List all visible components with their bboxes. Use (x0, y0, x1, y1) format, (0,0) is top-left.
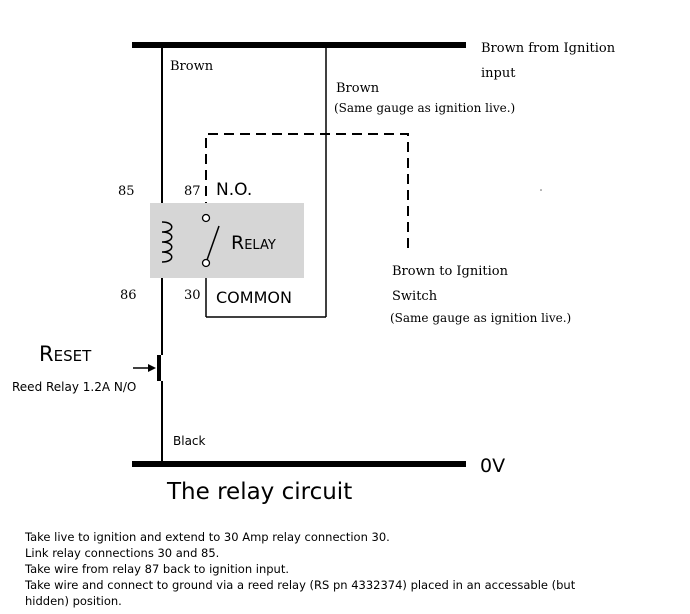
contact-87 (201, 213, 211, 223)
note-line: Take wire from relay 87 back to ignition… (25, 562, 290, 576)
reset-arrow-head (148, 364, 156, 372)
label-relay: Relay (231, 232, 276, 254)
label-pin-87: 87 (184, 184, 201, 199)
label-common: COMMON (216, 288, 292, 307)
note-line: hidden) position. (25, 594, 122, 608)
diagram-title: The relay circuit (167, 479, 353, 505)
relay-body (150, 203, 304, 278)
label-pin-85: 85 (118, 184, 135, 199)
note-line: Take live to ignition and extend to 30 A… (25, 530, 390, 544)
instruction-notes: Take live to ignition and extend to 30 A… (25, 529, 575, 609)
label-reed-relay: Reed Relay 1.2A N/O (12, 380, 137, 394)
label-pin-30: 30 (184, 288, 201, 303)
stray-dot (540, 189, 542, 191)
label-brown-switch-2: Switch (392, 289, 438, 304)
label-pin-86: 86 (120, 288, 137, 303)
dashed-switch-wire (205, 133, 409, 252)
label-same-gauge-2: (Same gauge as ignition live.) (390, 311, 572, 325)
label-brown-top: Brown (170, 59, 214, 74)
label-brown-right: Brown (336, 81, 380, 96)
label-0v: 0V (480, 455, 506, 477)
switch-lever (206, 225, 220, 261)
ground-bus-bar (132, 461, 466, 467)
note-line: Link relay connections 30 and 85. (25, 546, 220, 560)
label-brown-ignition-1: Brown from Ignition (481, 41, 616, 56)
label-reset: Reset (39, 342, 92, 366)
label-brown-switch-1: Brown to Ignition (392, 264, 508, 279)
label-brown-ignition-2: input (481, 66, 516, 81)
label-no: N.O. (216, 180, 253, 200)
note-line: Take wire and connect to ground via a re… (25, 578, 576, 592)
top-bus-bar (132, 42, 466, 48)
coil-icon (161, 221, 173, 263)
contact-30 (201, 258, 211, 268)
label-black: Black (173, 434, 206, 448)
label-same-gauge-1: (Same gauge as ignition live.) (334, 101, 516, 115)
reset-switch-bar (157, 355, 161, 381)
